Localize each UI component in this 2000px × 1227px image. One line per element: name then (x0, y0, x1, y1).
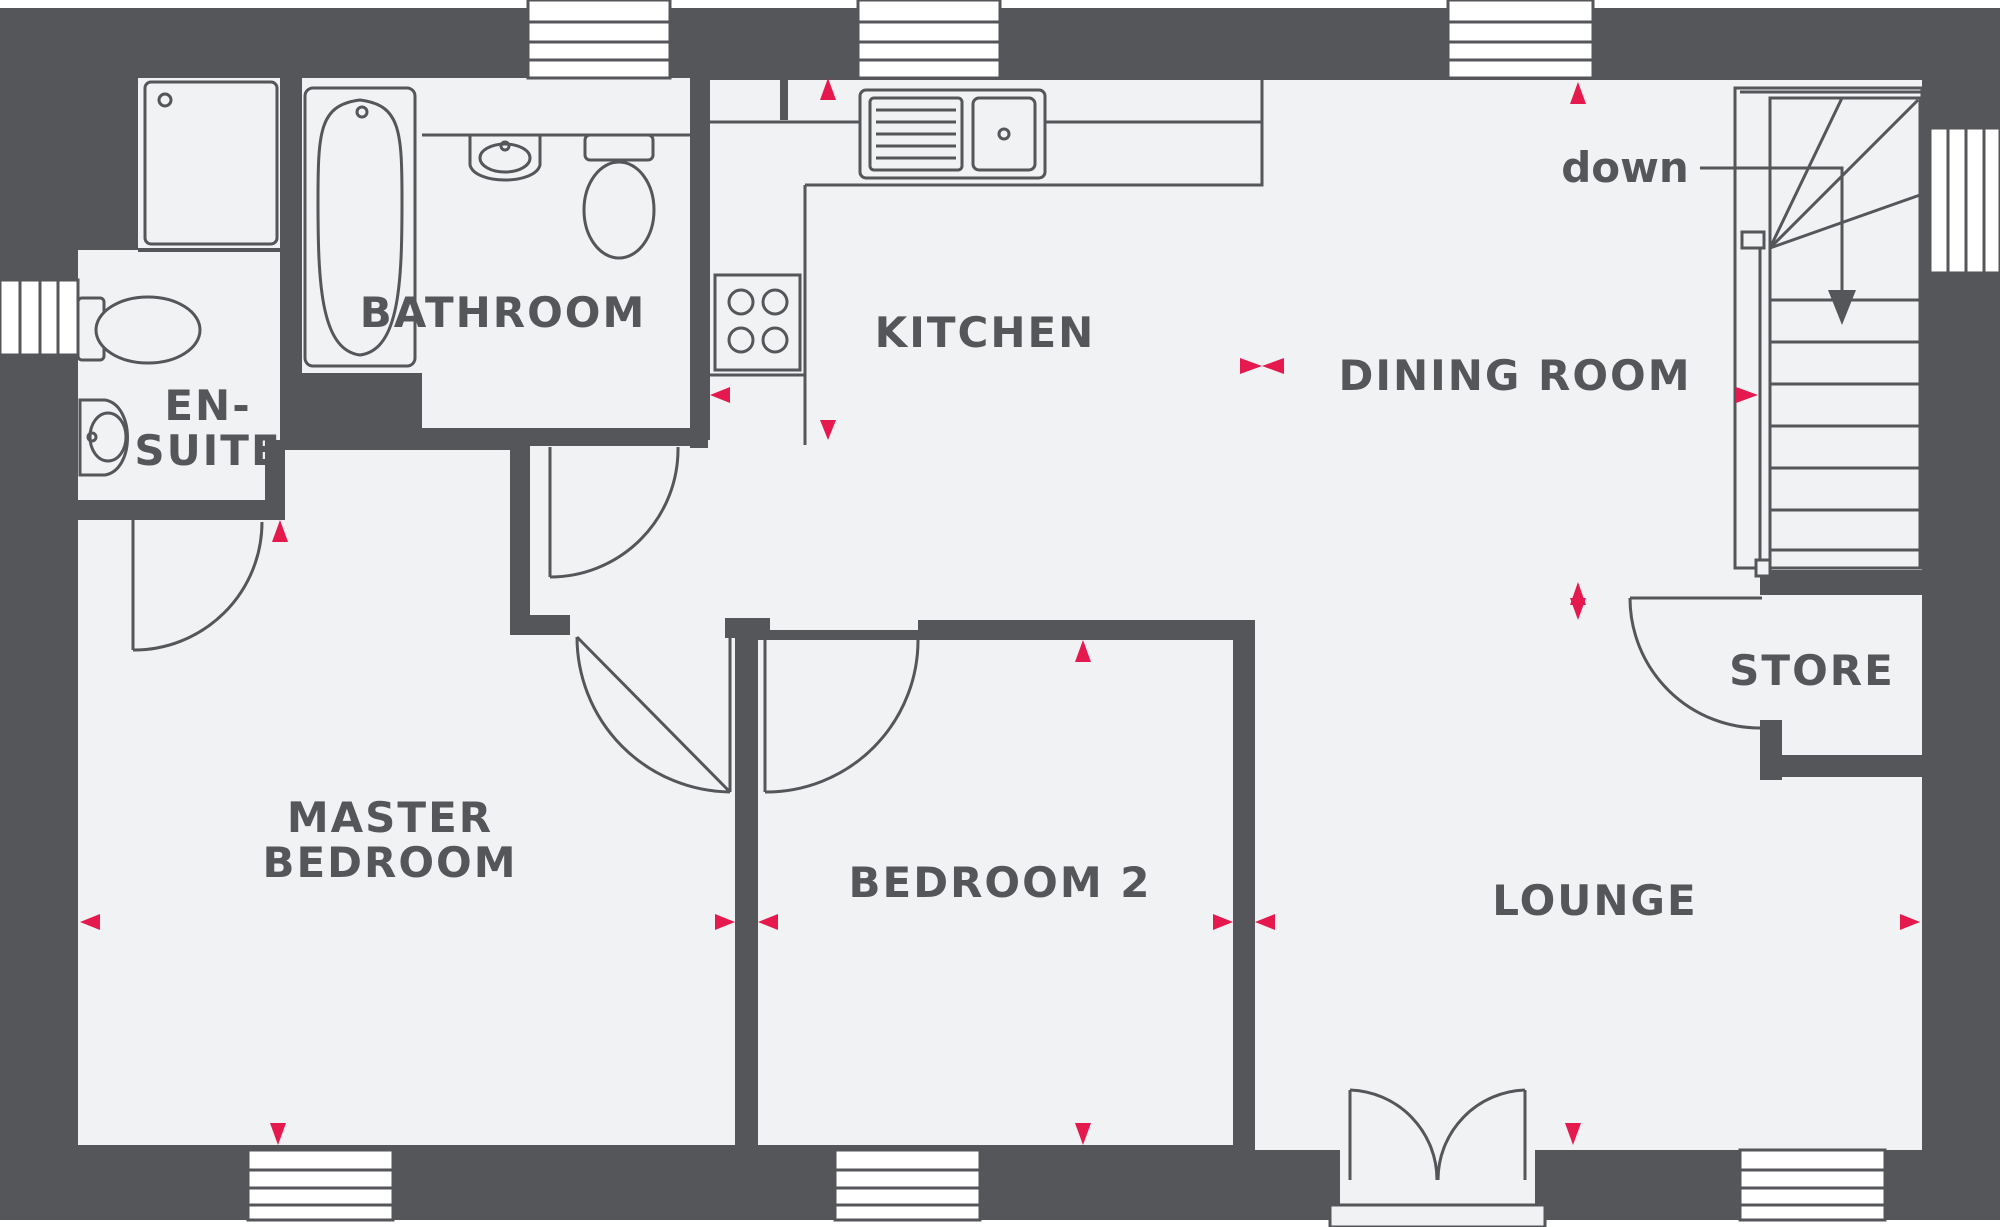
window-bottom-3 (1738, 1148, 1887, 1222)
ensuite-label-line1: EN- (164, 381, 251, 430)
window-bottom-1 (246, 1148, 395, 1222)
ensuite-toilet-icon (76, 295, 202, 365)
store-door (1628, 596, 1763, 730)
bedroom-2-label: BEDROOM 2 (849, 858, 1152, 907)
master-bedroom-label-line1: MASTER (287, 793, 493, 842)
ensuite-door (131, 520, 264, 652)
staircase (1700, 86, 1924, 578)
dining-room-label: DINING ROOM (1338, 351, 1691, 400)
kitchen-units (708, 80, 1264, 445)
master-bedroom-door (575, 635, 732, 794)
bathroom-fixtures (303, 86, 690, 368)
toilet-icon (582, 133, 656, 260)
stairs-down-label: down (1561, 143, 1689, 192)
basin-icon (468, 133, 542, 182)
lounge-label: LOUNGE (1492, 876, 1697, 925)
dimension-markers (80, 78, 1920, 1145)
shower-tray-icon (143, 80, 279, 246)
internal-walls (78, 78, 1922, 1150)
window-top-3 (1446, 0, 1595, 80)
stairs-down-arrow-icon (1700, 166, 1856, 325)
kitchen-label: KITCHEN (875, 308, 1096, 357)
bedroom-2-door (763, 637, 920, 794)
window-bottom-2 (833, 1148, 982, 1222)
room-labels: BATHROOM KITCHEN DINING ROOM EN- SUITE M… (134, 143, 1895, 925)
ensuite-fixtures (76, 80, 279, 477)
door-swings (131, 446, 1763, 794)
window-top-1 (526, 0, 672, 80)
sink-icon (858, 88, 1047, 180)
window-right (1928, 126, 2000, 275)
bathroom-label: BATHROOM (360, 288, 647, 337)
master-bedroom-label-line2: BEDROOM (262, 838, 517, 887)
store-label: STORE (1729, 646, 1895, 695)
bath-icon (303, 86, 417, 368)
window-top-2 (856, 0, 1002, 80)
ensuite-basin-icon (78, 398, 129, 477)
ensuite-label-line2: SUITE (134, 426, 281, 475)
front-door (1328, 1088, 1547, 1227)
hob-icon (713, 273, 802, 372)
bathroom-door (548, 446, 680, 579)
window-left (0, 278, 80, 357)
